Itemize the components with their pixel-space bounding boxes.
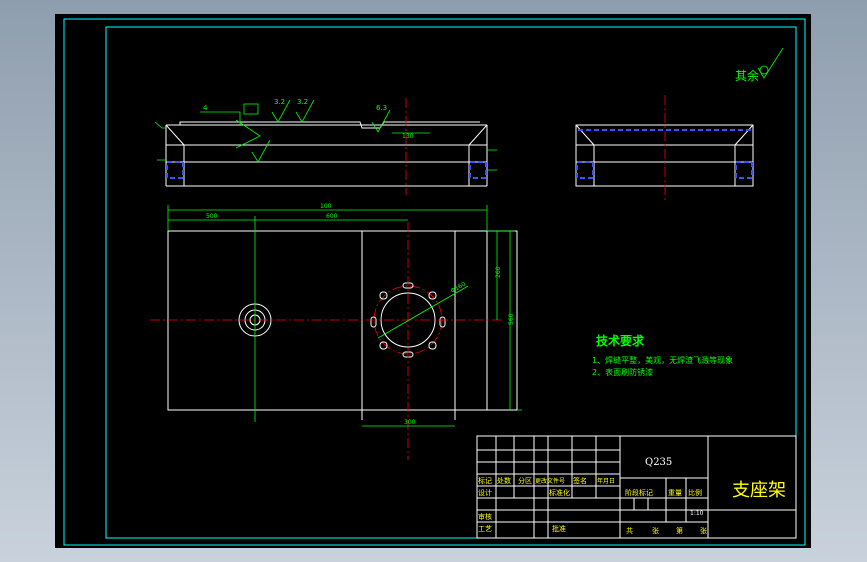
svg-text:年月日: 年月日	[597, 477, 615, 485]
svg-text:100: 100	[320, 203, 332, 210]
tech-req-title: 技术要求	[596, 333, 645, 348]
svg-text:阶段标记: 阶段标记	[625, 488, 653, 497]
svg-text:分区: 分区	[518, 476, 532, 485]
svg-text:更改文件号: 更改文件号	[535, 477, 565, 485]
roughness-symbol: 其余	[735, 47, 784, 83]
svg-text:第: 第	[676, 526, 683, 535]
svg-text:300: 300	[404, 419, 416, 426]
front-view: 3.2 3.2 6.3 4 130	[154, 98, 497, 195]
svg-text:260: 260	[495, 266, 502, 278]
svg-text:重量: 重量	[668, 489, 682, 497]
side-view	[575, 95, 754, 200]
part-name: 支座架	[732, 480, 786, 501]
material-value: Q235	[645, 457, 672, 468]
svg-text:标记: 标记	[478, 476, 492, 485]
scale-value: 1:10	[690, 510, 704, 517]
svg-text:设计: 设计	[478, 488, 492, 497]
svg-text:工艺: 工艺	[478, 525, 492, 533]
svg-text:6.3: 6.3	[376, 104, 387, 112]
svg-text:处数: 处数	[497, 476, 511, 485]
roughness-label: 其余	[735, 68, 759, 83]
inner-frame	[105, 26, 797, 539]
svg-text:共: 共	[626, 526, 633, 535]
svg-text:张: 张	[700, 526, 707, 535]
svg-text:签名: 签名	[573, 476, 587, 485]
weld-right-hidden	[469, 161, 487, 179]
svg-text:张: 张	[652, 526, 659, 535]
svg-text:审核: 审核	[478, 512, 492, 521]
svg-text:4: 4	[203, 104, 208, 112]
svg-text:比例: 比例	[688, 488, 702, 497]
svg-text:批准: 批准	[552, 524, 566, 533]
tech-req-line1: 1、焊缝平整，美观，无焊渣飞溅等现象	[592, 355, 733, 365]
model-space	[55, 14, 811, 548]
svg-text:130: 130	[402, 133, 414, 140]
tech-req-line2: 2、表面刷防锈漆	[592, 367, 653, 377]
title-block: Q235 支座架 1:10 标记 处数 分区 更改文件号 签名 年月日 设计 标…	[476, 435, 797, 539]
top-view: Φ160 100 500 600 260 560 300	[150, 203, 522, 460]
svg-text:560: 560	[508, 313, 515, 325]
technical-requirements: 技术要求 1、焊缝平整，美观，无焊渣飞溅等现象 2、表面刷防锈漆	[592, 333, 733, 377]
svg-text:3.2: 3.2	[274, 98, 285, 106]
svg-text:3.2: 3.2	[297, 98, 308, 106]
outer-frame	[63, 18, 806, 546]
weld-left-hidden	[166, 161, 184, 179]
svg-text:600: 600	[326, 213, 338, 220]
roughness-circle-icon	[759, 65, 769, 75]
svg-text:500: 500	[206, 213, 218, 220]
svg-text:标准化: 标准化	[549, 488, 570, 497]
